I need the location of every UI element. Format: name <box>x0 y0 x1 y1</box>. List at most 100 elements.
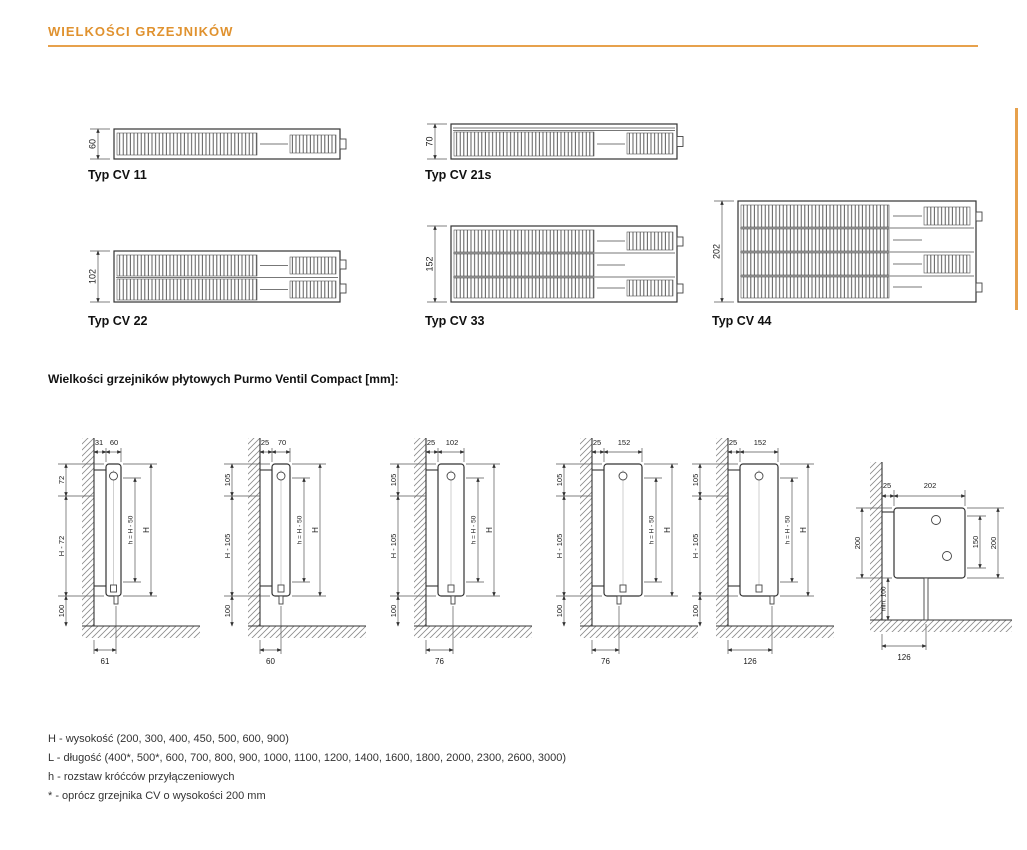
dimension-label: 152 <box>424 256 434 271</box>
radiator-side <box>728 463 779 605</box>
dimension-label: h = H - 50 <box>649 515 656 544</box>
dimension-label: H - 105 <box>555 534 564 559</box>
wall-and-floor <box>82 438 200 638</box>
dimension-label: H <box>663 527 672 533</box>
wall-and-floor <box>716 438 834 638</box>
dimension-label: min. 100 <box>881 586 888 611</box>
wall-and-floor <box>580 438 698 638</box>
dimension-label: 152 <box>754 438 767 447</box>
left-dimensions: 72 H - 72 100 <box>57 463 104 627</box>
dimension-label: 70 <box>424 136 434 146</box>
depth-dimension: 70 <box>424 123 447 160</box>
radiator-cross-section <box>737 200 983 303</box>
dimension-label: h = H - 50 <box>297 515 304 544</box>
bottom-dimension: 126 <box>881 624 927 662</box>
radiator-cross-section <box>450 123 684 160</box>
wall-and-floor <box>870 462 1012 632</box>
dimension-label: 76 <box>601 657 610 666</box>
depth-dimension: 60 <box>87 128 110 160</box>
dimension-label: H - 105 <box>389 534 398 559</box>
wall-and-floor <box>414 438 532 638</box>
bottom-pipe <box>450 595 456 605</box>
dimension-label: 25 <box>883 481 891 490</box>
dimension-label: 60 <box>110 438 118 447</box>
vent-valve-icon <box>754 471 764 481</box>
page-edge-marker <box>1015 108 1018 310</box>
radiator-cross-section <box>450 225 684 303</box>
dimension-label: 25 <box>729 438 737 447</box>
dimension-label: 202 <box>924 481 937 490</box>
bottom-pipe <box>278 595 284 605</box>
top-dimensions: 25 152 <box>591 438 643 462</box>
dimension-label: 100 <box>57 605 66 618</box>
bottom-pipe <box>923 577 929 621</box>
legend-line-pipe-spacing: h - rozstaw króćców przyłączeniowych <box>48 771 235 783</box>
dimension-label: 72 <box>57 476 66 484</box>
page-title: WIELKOŚCI GRZEJNIKÓW <box>48 24 234 39</box>
legend-line-height: H - wysokość (200, 300, 400, 450, 500, 6… <box>48 733 289 745</box>
radiator-side <box>592 463 643 605</box>
vent-valve-icon <box>109 471 118 481</box>
top-dimensions: 25 152 <box>727 438 779 462</box>
bottom-dimension: 76 <box>425 606 454 666</box>
bottom-dimension: 60 <box>259 606 282 666</box>
dimension-label: h = H - 50 <box>785 515 792 544</box>
legend-line-length: L - długość (400*, 500*, 600, 700, 800, … <box>48 752 567 764</box>
top-view-cv11: 60 <box>87 128 347 160</box>
top-dimensions: 31 60 <box>93 438 122 462</box>
top-dimensions: 25 202 <box>881 481 966 506</box>
bottom-dimension: 126 <box>727 606 773 666</box>
right-dimensions: h = H - 50 H <box>123 463 157 597</box>
vent-valve-icon <box>446 471 456 481</box>
right-dimensions: h = H - 50 H <box>780 463 814 597</box>
right-dimensions: 150 200 <box>967 507 1004 579</box>
dimension-label: 202 <box>711 244 721 259</box>
dimension-label: 25 <box>427 438 435 447</box>
bottom-dimension: 61 <box>93 606 117 666</box>
left-dimensions: 105 H - 105 100 <box>555 463 602 627</box>
dimension-label: H <box>799 527 808 533</box>
dimension-label: 100 <box>555 605 564 618</box>
left-dimensions: 105 H - 105 100 <box>389 463 436 627</box>
title-rule <box>48 45 978 47</box>
type-label-cv21s: Typ CV 21s <box>425 168 492 182</box>
left-dimensions: 105 H - 105 100 <box>691 463 738 627</box>
top-dimensions: 25 70 <box>259 438 291 462</box>
wall-and-floor <box>248 438 366 638</box>
side-view-cv44: 25 152 105 H - 105 100 h = H - 50 H <box>691 438 834 666</box>
radiator-box <box>882 507 966 621</box>
top-dimensions: 25 102 <box>425 438 465 462</box>
type-label-cv44: Typ CV 44 <box>712 314 772 328</box>
dimension-label: 61 <box>101 657 110 666</box>
dimension-label: h = H - 50 <box>128 515 135 544</box>
dimension-label: 102 <box>87 269 97 284</box>
side-view-cv11: 31 60 72 H - 72 100 h = H - 50 H <box>57 438 200 666</box>
type-label-cv11: Typ CV 11 <box>88 168 147 182</box>
vent-valve-icon <box>931 515 941 525</box>
dimension-label: 105 <box>555 474 564 487</box>
top-view-cv21s: 70 <box>424 123 684 160</box>
detail-view-h200: 25 202 200 150 200 min. 100 126 <box>853 462 1012 662</box>
connection-valve-icon <box>942 551 952 561</box>
bottom-dimension: 76 <box>591 606 620 666</box>
dimension-label: 105 <box>691 474 700 487</box>
type-label-cv33: Typ CV 33 <box>425 314 485 328</box>
dimension-label: 105 <box>389 474 398 487</box>
dimension-label: H - 72 <box>57 536 66 556</box>
right-dimensions: h = H - 50 H <box>644 463 678 597</box>
depth-dimension: 202 <box>711 200 734 303</box>
vent-valve-icon <box>276 471 286 481</box>
bottom-pipe <box>113 595 119 605</box>
dimension-label: 105 <box>223 474 232 487</box>
dimension-label: 126 <box>897 653 911 662</box>
dimension-label: 25 <box>261 438 269 447</box>
depth-dimension: 152 <box>424 225 447 303</box>
dimension-label: 126 <box>743 657 757 666</box>
top-view-cv44: 202 <box>711 200 983 303</box>
side-view-cv22: 25 102 105 H - 105 100 h = H - 50 H <box>389 438 532 666</box>
dimension-label: 100 <box>223 605 232 618</box>
section-title: Wielkości grzejników płytowych Purmo Ven… <box>48 372 399 386</box>
dimension-label: H - 105 <box>691 534 700 559</box>
dimension-label: 76 <box>435 657 444 666</box>
